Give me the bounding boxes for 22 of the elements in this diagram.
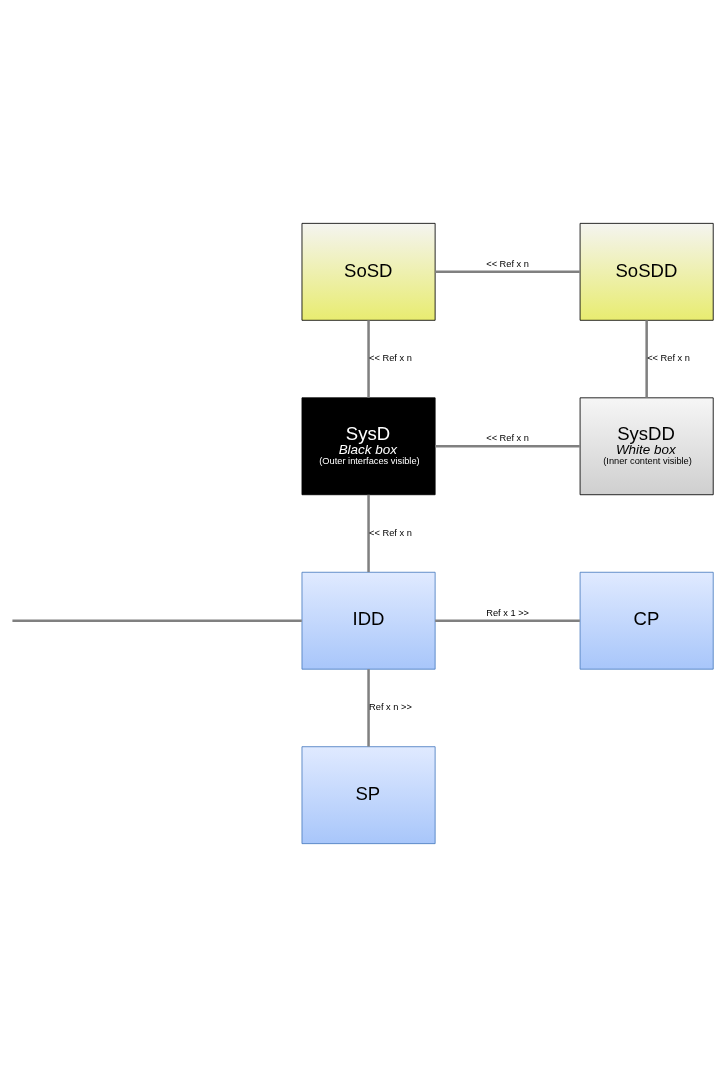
node-box: SoSD [301, 222, 436, 321]
connector [435, 270, 580, 274]
edge-label: << Ref x n [369, 353, 412, 364]
node-box: SoSDD [579, 222, 714, 321]
edge-label: << Ref x n [369, 527, 412, 538]
connector [12, 619, 302, 622]
node-box: SP [301, 746, 436, 845]
connector [367, 669, 370, 747]
connector [367, 320, 370, 398]
connector [435, 619, 580, 622]
edge-label: << Ref x n [486, 433, 529, 444]
node-box: SysDD White box (Inner content visible) [579, 397, 714, 496]
connector [645, 320, 648, 398]
node-box: CP [579, 571, 714, 670]
edge-label: << Ref x n [647, 353, 690, 364]
edge-label: << Ref x n [486, 258, 529, 269]
edge-label: Ref x 1 >> [486, 607, 529, 618]
connector [367, 494, 370, 573]
edge-label: Ref x n >> [369, 702, 412, 713]
node-box: IDD [301, 571, 436, 670]
connector [435, 445, 580, 448]
node-box: SysD Black box (Outer interfaces visible) [301, 397, 436, 496]
